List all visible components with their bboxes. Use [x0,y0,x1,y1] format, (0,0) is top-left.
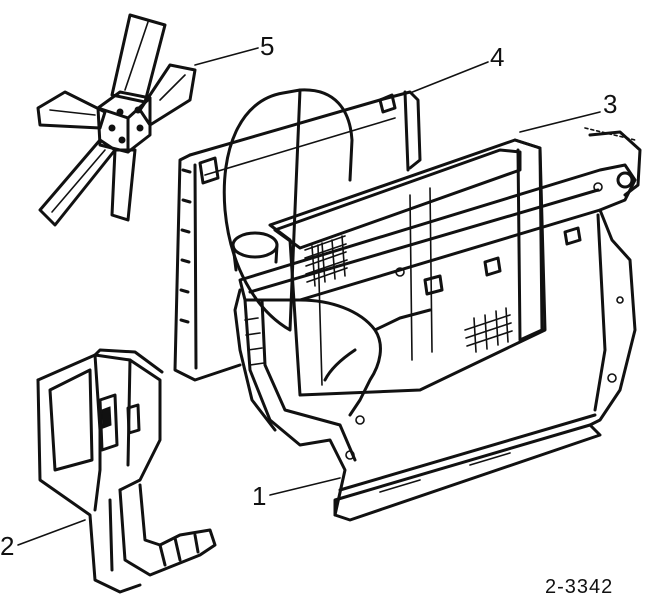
leader-line-2 [17,519,86,546]
leader-line-5 [194,47,259,66]
callout-1: 1 [252,481,266,511]
figure-code: 2-3342 [545,576,613,598]
leader-line-4 [409,61,489,94]
radiator-icon [231,138,547,397]
fan-shroud-icon [173,88,422,382]
leader-line-3b [584,127,636,141]
cooling-fan-icon [36,13,197,227]
callout-2: 2 [0,531,14,561]
leader-line-1 [269,477,341,496]
leader-lines [17,47,636,546]
side-bracket-icon [36,348,217,594]
callout-labels: 1 2 3 4 5 [0,31,617,561]
callout-5: 5 [260,31,274,61]
callout-4: 4 [490,42,504,72]
leader-line-3 [519,111,601,133]
callout-3: 3 [603,89,617,119]
radiator-support-frame-icon [233,130,642,522]
